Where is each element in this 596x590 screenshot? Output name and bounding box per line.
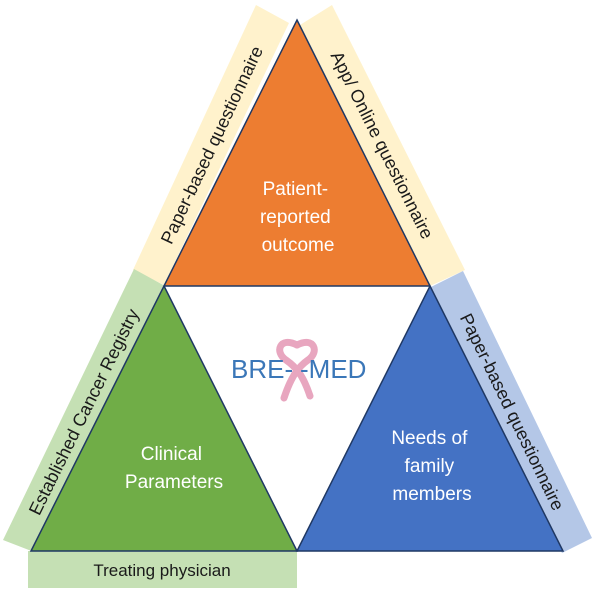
left-band [3, 269, 165, 552]
right-triangle-line-1: Needs of [391, 428, 468, 449]
bottom-band [28, 551, 297, 588]
left-triangle-label: Clinical Parameters [125, 444, 223, 493]
right-triangle-line-2: family [405, 456, 455, 477]
logo-text-left: BRE- [231, 354, 293, 384]
top-triangle-patient-reported-outcome [162, 18, 432, 287]
logo-text-right: -MED [300, 354, 366, 384]
top-left-band [133, 5, 289, 285]
pink-ribbon-icon [276, 338, 318, 402]
bremed-logo: BRE- -MED [231, 338, 366, 402]
right-triangle-line-3: members [392, 484, 471, 505]
top-triangle-line-1: Patient- [263, 179, 328, 200]
top-right-band [300, 5, 465, 286]
center-triangle [164, 286, 430, 551]
top-triangle-label: Patient- reported outcome [260, 179, 336, 256]
bottom-band-label: Treating physician [93, 561, 230, 580]
left-triangle-clinical-parameters [29, 284, 299, 552]
top-triangle-line-3: outcome [262, 235, 335, 256]
right-band [431, 271, 592, 553]
left-triangle-line-1: Clinical [141, 444, 202, 465]
top-triangle-line-2: reported [260, 207, 331, 228]
right-triangle-needs-of-family-members [295, 284, 565, 552]
left-triangle-line-2: Parameters [125, 472, 223, 493]
right-triangle-label: Needs of family members [391, 428, 472, 505]
